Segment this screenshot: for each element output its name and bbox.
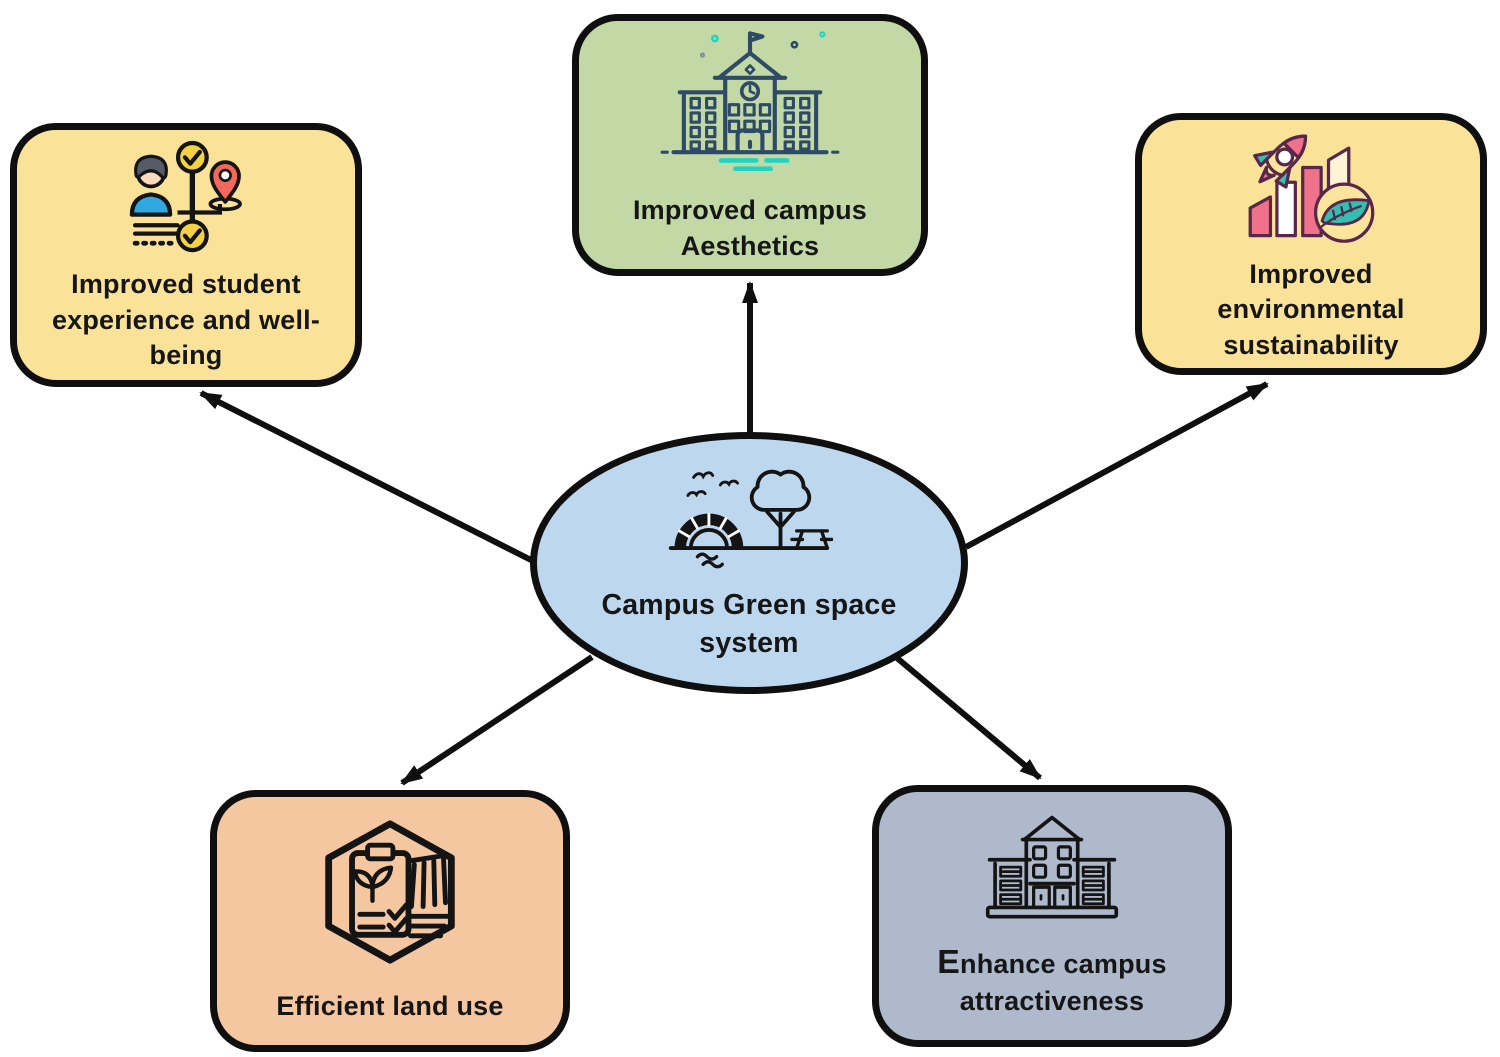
park-icon [668,469,833,569]
arrow-to-student [199,390,535,564]
center-label: Campus Green space system [601,588,897,659]
aesthetics-label: Improved campus Aesthetics [632,194,868,261]
node-environmental-sustainability: Improved environmental sustainability [1135,113,1487,375]
node-student-experience: Improved student experience and well-bei… [10,123,362,387]
sustainability-label: Improved environmental sustainability [1217,258,1405,360]
arrow-to-sustainability [964,381,1269,550]
node-campus-aesthetics: Improved campus Aesthetics [572,14,928,276]
student-label: Improved student experience and well-bei… [51,269,321,371]
landuse-label: Efficient land use [276,991,504,1022]
school-building-icon [660,31,840,171]
arrow-to-attractiveness [895,655,1042,781]
campus-building-icon [985,815,1119,919]
student-journey-icon [129,140,242,253]
arrow-to-landuse [400,654,594,786]
node-campus-green-space: Campus Green space system [530,432,968,694]
node-campus-attractiveness: Enhance campus attractiveness [872,785,1232,1047]
node-efficient-land-use: Efficient land use [210,790,570,1052]
land-plan-icon [325,820,455,964]
attractiveness-label: Enhance campus attractiveness [937,942,1167,1017]
rocket-growth-leaf-icon [1248,134,1375,243]
